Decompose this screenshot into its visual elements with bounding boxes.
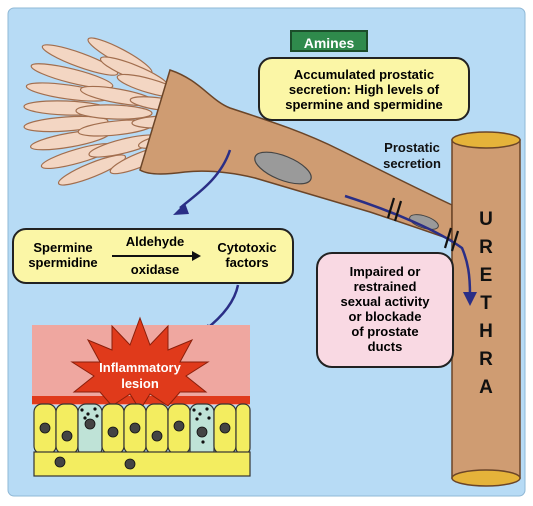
prostatic-secretion-label: Prostatic secretion [372, 140, 452, 172]
reactant-spermine: Spermine [22, 240, 104, 255]
prostatic-label-line-1: Prostatic [372, 140, 452, 156]
urethra-letter: T [472, 290, 500, 318]
enzyme-top: Aldehyde [109, 234, 201, 249]
impaired-line-1: Impaired or [318, 264, 452, 279]
reaction-arrow [112, 255, 194, 257]
enzyme-bottom: oxidase [109, 262, 201, 277]
lesion-panel [32, 318, 250, 476]
product-factors: factors [206, 255, 288, 270]
note-line-3: spermine and spermidine [260, 97, 468, 112]
reaction-box: Spermine spermidine Aldehyde oxidase Cyt… [12, 228, 294, 284]
note-line-1: Accumulated prostatic [260, 67, 468, 82]
impaired-line-3: sexual activity [318, 294, 452, 309]
urethra-letter: E [472, 262, 500, 290]
product-cytotoxic: Cytotoxic [206, 240, 288, 255]
urethra-letter: A [472, 374, 500, 402]
urethra-label: U R E T H R A [472, 206, 500, 402]
reactants: Spermine spermidine [22, 240, 104, 270]
amines-text: Amines [304, 35, 355, 51]
reaction-arrowhead [192, 251, 201, 261]
inflammatory-lesion-label: Inflammatory lesion [82, 360, 198, 392]
urethra-letter: H [472, 318, 500, 346]
impaired-line-6: ducts [318, 339, 452, 354]
note-line-2: secretion: High levels of [260, 82, 468, 97]
urethra-letter: R [472, 346, 500, 374]
impaired-activity-note: Impaired or restrained sexual activity o… [316, 252, 454, 368]
amines-label: Amines [290, 30, 368, 52]
impaired-line-2: restrained [318, 279, 452, 294]
prostatic-label-line-2: secretion [372, 156, 452, 172]
impaired-line-4: or blockade [318, 309, 452, 324]
reactant-spermidine: spermidine [22, 255, 104, 270]
lesion-line-2: lesion [82, 376, 198, 392]
impaired-line-5: of prostate [318, 324, 452, 339]
accumulated-secretion-note: Accumulated prostatic secretion: High le… [258, 57, 470, 121]
products: Cytotoxic factors [206, 240, 288, 270]
urethra-letter: R [472, 234, 500, 262]
urethra-letter: U [472, 206, 500, 234]
lesion-line-1: Inflammatory [82, 360, 198, 376]
